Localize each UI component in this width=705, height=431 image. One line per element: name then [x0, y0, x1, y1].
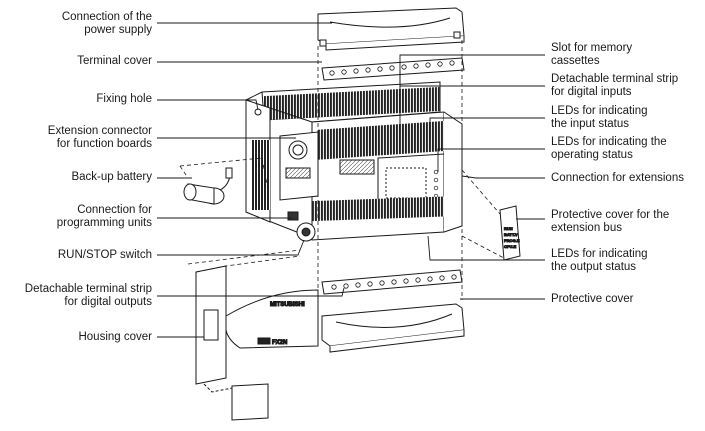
label-input-leds: LEDs for indicating the input status [551, 105, 648, 131]
label-line: Housing cover [78, 331, 152, 343]
svg-text:FX2N: FX2N [272, 340, 287, 346]
label-line: Protective cover for the [551, 209, 670, 221]
top-terminal-cover [317, 7, 465, 51]
svg-text:BATT.V: BATT.V [504, 232, 518, 237]
label-programming-units: Connection for programming units [57, 204, 152, 230]
label-line: extension bus [551, 222, 622, 234]
label-line: for function boards [56, 138, 152, 150]
label-memory-slot: Slot for memory cassettes [551, 42, 632, 68]
label-line: power supply [84, 24, 152, 36]
label-line: Detachable terminal strip [551, 73, 679, 85]
label-run-stop-switch: RUN/STOP switch [58, 249, 152, 262]
svg-text:PROG.E: PROG.E [504, 238, 520, 243]
svg-text:RUN: RUN [504, 226, 513, 231]
label-line: programming units [56, 217, 152, 229]
extension-bus-cover: RUN BATT.V PROG.E CPU.E [499, 205, 521, 261]
leader-lines-left [157, 22, 345, 338]
label-output-leds: LEDs for indicating the output status [551, 248, 648, 274]
label-line: Detachable terminal strip [24, 283, 152, 295]
label-line: Connection for extensions [551, 172, 684, 184]
label-housing-cover: Housing cover [78, 331, 152, 344]
label-line: RUN/STOP switch [57, 249, 152, 261]
label-power-supply: Connection of the power supply [62, 11, 152, 37]
bottom-protective-cover [321, 303, 465, 353]
label-line: LEDs for indicating [551, 105, 648, 117]
label-extension-connector: Extension connector for function boards [48, 125, 152, 151]
label-line: for digital inputs [551, 86, 632, 98]
label-line: Slot for memory [551, 42, 633, 54]
label-extensions: Connection for extensions [551, 172, 684, 185]
label-operating-leds: LEDs for indicating the operating status [551, 136, 667, 162]
housing-cover-part: MITSUBISHI FX2N [195, 265, 319, 421]
label-protective-cover: Protective cover [551, 293, 633, 306]
label-line: the input status [551, 118, 629, 130]
label-line: for digital outputs [64, 296, 152, 308]
label-digital-inputs-strip: Detachable terminal strip for digital in… [551, 73, 678, 99]
output-terminal-strip [321, 269, 463, 295]
label-line: LEDs for indicating the [551, 136, 667, 148]
label-line: the output status [551, 261, 637, 273]
input-terminal-strip [321, 57, 465, 81]
label-backup-battery: Back-up battery [71, 171, 152, 184]
svg-text:CPU.E: CPU.E [504, 244, 517, 249]
label-bus-cover: Protective cover for the extension bus [551, 209, 669, 235]
label-line: Protective cover [551, 293, 634, 305]
brand-text: MITSUBISHI [270, 302, 305, 308]
label-digital-outputs-strip: Detachable terminal strip for digital ou… [25, 283, 152, 309]
label-line: Terminal cover [77, 55, 152, 67]
label-fixing-hole: Fixing hole [96, 93, 152, 106]
label-terminal-cover: Terminal cover [77, 55, 152, 68]
label-line: Fixing hole [96, 93, 152, 105]
plc-main-unit [245, 81, 463, 242]
label-line: cassettes [551, 55, 600, 67]
backup-battery [183, 167, 233, 205]
label-line: Connection for [77, 204, 152, 216]
label-line: operating status [551, 149, 633, 161]
label-line: Extension connector [47, 125, 152, 137]
label-line: Back-up battery [71, 171, 152, 183]
label-line: LEDs for indicating [551, 248, 648, 260]
leader-lines-right [399, 54, 545, 300]
label-line: Connection of the [61, 11, 152, 23]
